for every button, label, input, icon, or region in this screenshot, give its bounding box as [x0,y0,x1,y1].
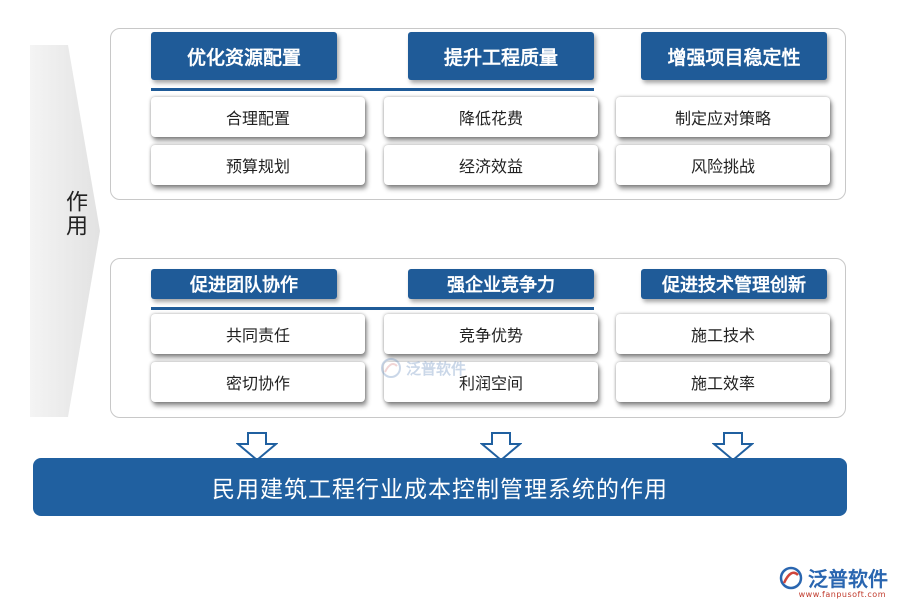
divider-line [151,88,594,91]
fanpu-logo-icon [381,358,401,378]
item-box: 制定应对策略 [616,97,830,137]
side-label: 作用 [62,190,87,238]
item-box: 施工技术 [616,314,830,354]
item-box: 风险挑战 [616,145,830,185]
item-box: 共同责任 [151,314,365,354]
logo-text: 泛普软件 [808,567,888,591]
item-box: 密切协作 [151,362,365,402]
item-box: 预算规划 [151,145,365,185]
header-competitiveness: 强企业竞争力 [408,269,594,299]
fanpu-logo-icon [779,566,803,589]
summary-banner: 民用建筑工程行业成本控制管理系统的作用 [33,458,847,516]
down-arrow-icon [236,432,278,462]
divider-line [151,307,594,310]
header-enhance-stability: 增强项目稳定性 [641,32,827,80]
item-box: 利润空间 [384,362,598,402]
header-tech-innovation: 促进技术管理创新 [641,269,827,299]
watermark-text: 泛普软件 [406,359,467,378]
down-arrow-icon [480,432,522,462]
watermark: 泛普软件 [380,357,466,379]
item-box: 施工效率 [616,362,830,402]
bottom-section: 促进团队协作 强企业竞争力 促进技术管理创新 共同责任 竞争优势 施工技术 密切… [110,258,846,418]
item-box: 经济效益 [384,145,598,185]
header-team-collaboration: 促进团队协作 [151,269,337,299]
side-arrow [30,45,102,417]
item-box: 竞争优势 [384,314,598,354]
header-optimize-resources: 优化资源配置 [151,32,337,80]
down-arrow-icon [712,432,754,462]
item-box: 合理配置 [151,97,365,137]
brand-logo: 泛普软件 [778,563,888,592]
top-section: 优化资源配置 提升工程质量 增强项目稳定性 合理配置 降低花费 制定应对策略 预… [110,28,846,200]
logo-url: www.fanpusoft.com [798,590,886,599]
item-box: 降低花费 [384,97,598,137]
header-improve-quality: 提升工程质量 [408,32,594,80]
